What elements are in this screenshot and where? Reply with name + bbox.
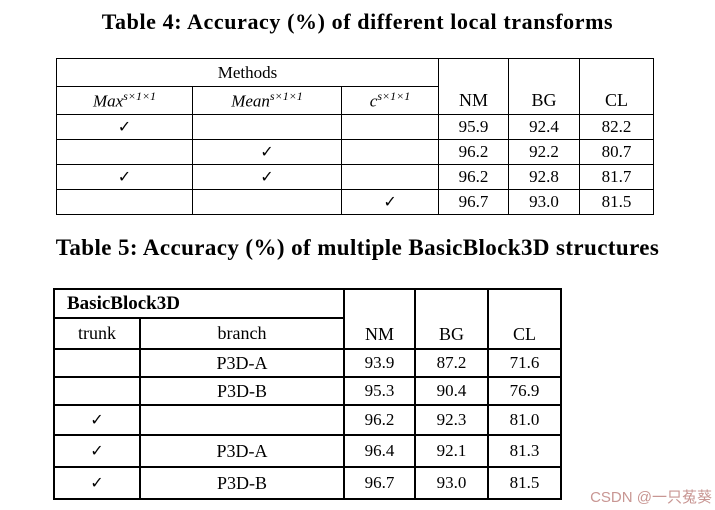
- value-cell: 80.7: [579, 139, 655, 165]
- branch-cell: P3D-B: [138, 376, 346, 406]
- column-header-cl: CL: [579, 58, 655, 115]
- column-header-nm: NM: [438, 58, 510, 115]
- table-row: ✓ P3D-A 96.4 92.1 81.3: [53, 434, 563, 468]
- table-row: P3D-A 93.9 87.2 71.6: [53, 348, 563, 378]
- column-header-nm: NM: [343, 288, 417, 350]
- table-row: ✓ ✓ 96.2 92.8 81.7: [56, 164, 655, 190]
- value-cell: 92.1: [414, 434, 490, 468]
- checkmark-cell: ✓: [53, 466, 141, 500]
- checkmark-cell: [340, 114, 440, 140]
- value-cell: 92.2: [508, 139, 581, 165]
- value-cell: 96.2: [438, 139, 510, 165]
- table-5-caption: Table 5: Accuracy (%) of multiple BasicB…: [55, 235, 660, 260]
- value-cell: 96.7: [343, 466, 417, 500]
- value-cell: 95.9: [438, 114, 510, 140]
- checkmark-cell: ✓: [340, 189, 440, 215]
- column-header-trunk: trunk: [53, 317, 141, 350]
- table-4: Methods NM BG CL Maxs×1×1 Means×1×1 cs×1…: [55, 58, 655, 215]
- value-cell: 90.4: [414, 376, 490, 406]
- checkmark-cell: [53, 376, 141, 406]
- value-cell: 76.9: [487, 376, 563, 406]
- column-header-cl: CL: [487, 288, 563, 350]
- watermark: CSDN @一只菟葵: [590, 489, 712, 506]
- checkmark-cell: ✓: [53, 404, 141, 436]
- value-cell: 96.7: [438, 189, 510, 215]
- column-header-mean: Means×1×1: [192, 86, 342, 115]
- checkmark-cell: [340, 164, 440, 190]
- value-cell: 96.2: [343, 404, 417, 436]
- column-header-c: cs×1×1: [340, 86, 440, 115]
- value-cell: 92.3: [414, 404, 490, 436]
- value-cell: 96.2: [438, 164, 510, 190]
- table-4-header-row-2: Maxs×1×1 Means×1×1 cs×1×1: [56, 86, 654, 115]
- table-4-caption: Table 4: Accuracy (%) of different local…: [101, 9, 614, 34]
- checkmark-cell: ✓: [53, 434, 141, 468]
- column-header-bg: BG: [414, 288, 490, 350]
- table-row: ✓ 96.2 92.2 80.7: [56, 139, 655, 165]
- table-row: ✓ 95.9 92.4 82.2: [56, 114, 655, 140]
- table-row: ✓ 96.7 93.0 81.5: [56, 189, 655, 215]
- table-5-header-row-1: BasicBlock3D NM BG CL: [52, 288, 563, 350]
- column-header-bg: BG: [508, 58, 581, 115]
- column-header-branch: branch: [138, 317, 346, 350]
- value-cell: 81.5: [487, 466, 563, 500]
- checkmark-cell: [192, 189, 342, 215]
- branch-cell: P3D-B: [138, 466, 346, 500]
- checkmark-cell: [56, 189, 193, 215]
- value-cell: 82.2: [579, 114, 655, 140]
- value-cell: 93.0: [508, 189, 581, 215]
- value-cell: 92.4: [508, 114, 581, 140]
- checkmark-cell: [56, 139, 193, 165]
- table-row: P3D-B 95.3 90.4 76.9: [53, 376, 563, 406]
- table-5: BasicBlock3D NM BG CL trunk branch P3D-A…: [52, 288, 563, 500]
- checkmark-cell: [340, 139, 440, 165]
- branch-cell: P3D-A: [138, 434, 346, 468]
- checkmark-cell: ✓: [192, 164, 342, 190]
- value-cell: 96.4: [343, 434, 417, 468]
- methods-group-header: Methods: [55, 58, 440, 87]
- table-row: ✓ 96.2 92.3 81.0: [53, 404, 563, 436]
- value-cell: 92.8: [508, 164, 581, 190]
- table-4-header-row-1: Methods NM BG CL: [55, 58, 655, 115]
- value-cell: 81.0: [487, 404, 563, 436]
- checkmark-cell: ✓: [56, 164, 193, 190]
- column-header-max: Maxs×1×1: [56, 86, 193, 115]
- checkmark-cell: ✓: [56, 114, 193, 140]
- basicblock3d-group-header: BasicBlock3D: [52, 288, 346, 319]
- value-cell: 87.2: [414, 348, 490, 378]
- table-row: ✓ P3D-B 96.7 93.0 81.5: [53, 466, 563, 500]
- value-cell: 95.3: [343, 376, 417, 406]
- checkmark-cell: [192, 114, 342, 140]
- checkmark-cell: [53, 348, 141, 378]
- checkmark-cell: ✓: [192, 139, 342, 165]
- branch-cell: P3D-A: [138, 348, 346, 378]
- value-cell: 81.5: [579, 189, 655, 215]
- value-cell: 71.6: [487, 348, 563, 378]
- value-cell: 81.7: [579, 164, 655, 190]
- table-5-header-row-2: trunk branch: [53, 317, 561, 350]
- value-cell: 93.9: [343, 348, 417, 378]
- branch-cell: [138, 404, 346, 436]
- value-cell: 81.3: [487, 434, 563, 468]
- value-cell: 93.0: [414, 466, 490, 500]
